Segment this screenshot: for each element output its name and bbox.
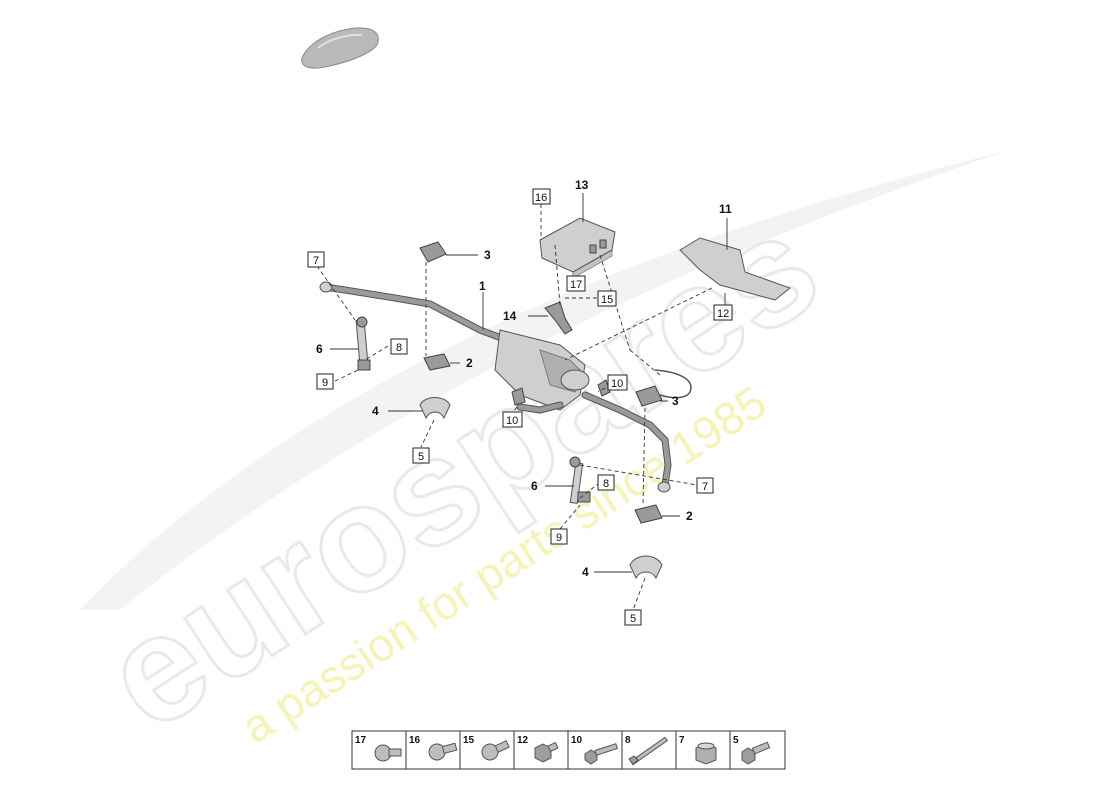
bolt-round-head-icon	[428, 742, 458, 761]
callout-17: 17	[570, 279, 582, 291]
legend-number: 8	[625, 735, 631, 746]
bolt-flange-icon	[481, 740, 510, 761]
exhaust-assembly	[319, 281, 692, 493]
fastener-legend: 17 16 15 12 10 8	[351, 730, 786, 770]
callout-10-right: 10	[611, 378, 623, 390]
legend-number: 5	[733, 735, 739, 746]
callout-13: 13	[575, 178, 589, 192]
legend-number: 15	[463, 735, 475, 746]
watermark-swoosh	[80, 150, 1010, 610]
callout-9-left: 9	[322, 377, 328, 389]
callout-2-upper: 2	[466, 356, 473, 370]
legend-number: 16	[409, 735, 421, 746]
mount-3-lower	[635, 385, 663, 407]
callout-7-right: 7	[702, 481, 708, 493]
bolt-long-hex-icon	[584, 743, 619, 765]
callout-16: 16	[535, 192, 547, 204]
hanger-6-right	[569, 456, 591, 504]
legend-number: 12	[517, 735, 529, 746]
callout-2-lower: 2	[686, 509, 693, 523]
boxed-callouts: 7 8 9 5 16 17 15 12 10 10 8 7 9 5	[307, 188, 733, 626]
hanger-6-left	[355, 316, 371, 371]
callout-3-upper: 3	[484, 248, 491, 262]
bolt-hex-flange-icon	[534, 741, 559, 763]
callout-5-upper: 5	[418, 451, 424, 463]
legend-number: 7	[679, 735, 685, 746]
callout-8-right: 8	[603, 478, 609, 490]
callout-11: 11	[719, 202, 732, 216]
stud-icon	[628, 736, 669, 766]
callout-6-left: 6	[316, 342, 323, 356]
nut-icon	[695, 742, 717, 765]
mount-2-upper	[423, 353, 451, 371]
callout-14: 14	[503, 309, 517, 323]
callout-7-left: 7	[313, 255, 319, 267]
car-silhouette-icon	[301, 27, 379, 69]
callout-10-left: 10	[506, 415, 518, 427]
sensor-10-left	[511, 387, 526, 406]
bolt-hex-icon	[741, 741, 771, 765]
callout-4-lower: 4	[582, 565, 589, 579]
callout-3-lower: 3	[672, 394, 679, 408]
leader-lines	[330, 193, 728, 573]
bolt-round-head-icon	[374, 744, 402, 762]
callout-15: 15	[601, 294, 613, 306]
sensor-10-right	[597, 379, 611, 397]
clamp-4-lower	[629, 555, 663, 580]
callout-9-right: 9	[556, 532, 562, 544]
mount-3-upper	[419, 241, 447, 263]
callout-6-right: 6	[531, 479, 538, 493]
callout-1: 1	[479, 279, 486, 293]
control-unit-13	[539, 217, 616, 279]
callout-5-lower: 5	[630, 613, 636, 625]
callout-12: 12	[717, 308, 729, 320]
callout-8-left: 8	[396, 342, 402, 354]
legend-number: 10	[571, 735, 583, 746]
mount-2-lower	[634, 504, 663, 524]
clamp-4-upper	[419, 397, 451, 420]
callout-labels: 1 13 11 3 2 4 6 14 3 6 2 4	[316, 178, 732, 579]
legend-number: 17	[355, 735, 367, 746]
heat-shield-11	[679, 237, 792, 301]
callout-4-upper: 4	[372, 404, 379, 418]
